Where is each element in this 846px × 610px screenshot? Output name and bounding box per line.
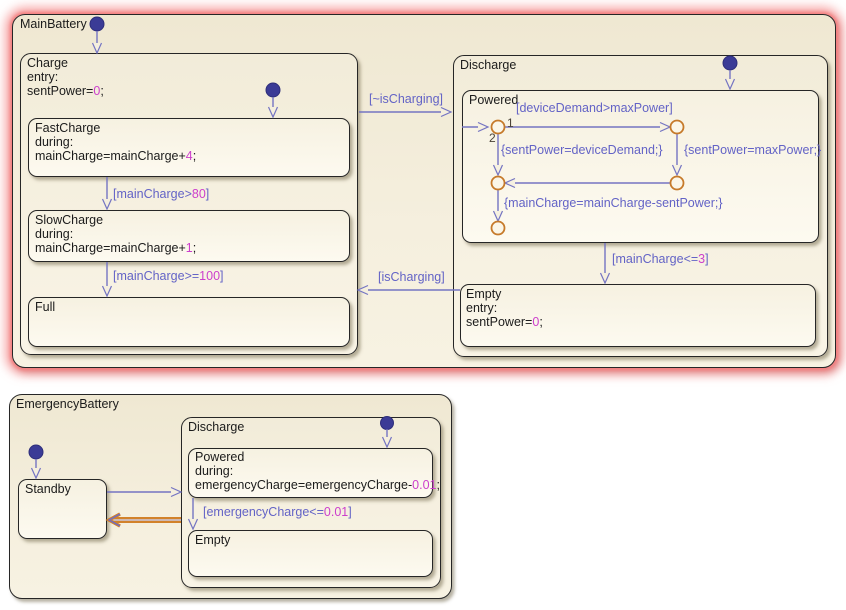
state-full[interactable] [28,297,350,347]
transition-label-fast-to-slow[interactable]: [mainCharge>80] [113,187,210,201]
fast-charge-during-action: mainCharge=mainCharge+4; [35,149,197,163]
transition-label-device-demand[interactable]: [deviceDemand>maxPower] [516,101,673,115]
state-label-full: Full [35,300,56,314]
transition-label-charging[interactable]: [isCharging] [378,270,445,284]
state-label-fast-charge: FastCharge [35,121,101,135]
charge-entry-action: sentPower=0; [27,84,104,98]
transition-label-sent-device[interactable]: {sentPower=deviceDemand;} [501,143,663,157]
transition-label-slow-to-full[interactable]: [mainCharge>=100] [113,269,224,283]
state-eb-empty[interactable] [188,530,433,577]
state-label-eb-discharge: Discharge [188,420,245,434]
main-empty-entry-keyword: entry: [466,301,498,315]
transition-order-1: 1 [507,116,514,130]
state-label-slow-charge: SlowCharge [35,213,104,227]
slow-charge-during-action: mainCharge=mainCharge+1; [35,241,197,255]
eb-powered-during-action: emergencyCharge=emergencyCharge-0.01; [195,478,440,492]
state-label-main-empty: Empty [466,287,502,301]
charge-entry-keyword: entry: [27,70,59,84]
state-standby[interactable] [18,479,107,539]
eb-powered-during-keyword: during: [195,464,234,478]
slow-charge-during-keyword: during: [35,227,74,241]
state-main-empty[interactable] [460,284,816,347]
state-label-powered: Powered [469,93,519,107]
state-fast-charge[interactable] [28,118,350,177]
transition-label-eb-to-empty[interactable]: [emergencyCharge<=0.01] [203,505,352,519]
transition-order-2: 2 [489,131,496,145]
state-powered[interactable] [462,90,819,243]
transition-label-sent-max[interactable]: {sentPower=maxPower;} [684,143,822,157]
state-label-emergency-battery: EmergencyBattery [16,397,119,411]
state-label-charge: Charge [27,56,68,70]
state-slow-charge[interactable] [28,210,350,262]
state-label-standby: Standby [25,482,71,496]
state-label-discharge: Discharge [460,58,517,72]
main-empty-entry-action: sentPower=0; [466,315,543,329]
transition-label-main-to-empty[interactable]: [mainCharge<=3] [612,252,709,266]
transition-label-not-charging[interactable]: [~isCharging] [369,92,443,106]
state-eb-powered[interactable] [188,448,433,498]
fast-charge-during-keyword: during: [35,135,74,149]
transition-label-main-minus[interactable]: {mainCharge=mainCharge-sentPower;} [504,196,723,210]
state-label-main-battery: MainBattery [20,17,87,31]
state-label-eb-powered: Powered [195,450,245,464]
state-label-eb-empty: Empty [195,533,231,547]
